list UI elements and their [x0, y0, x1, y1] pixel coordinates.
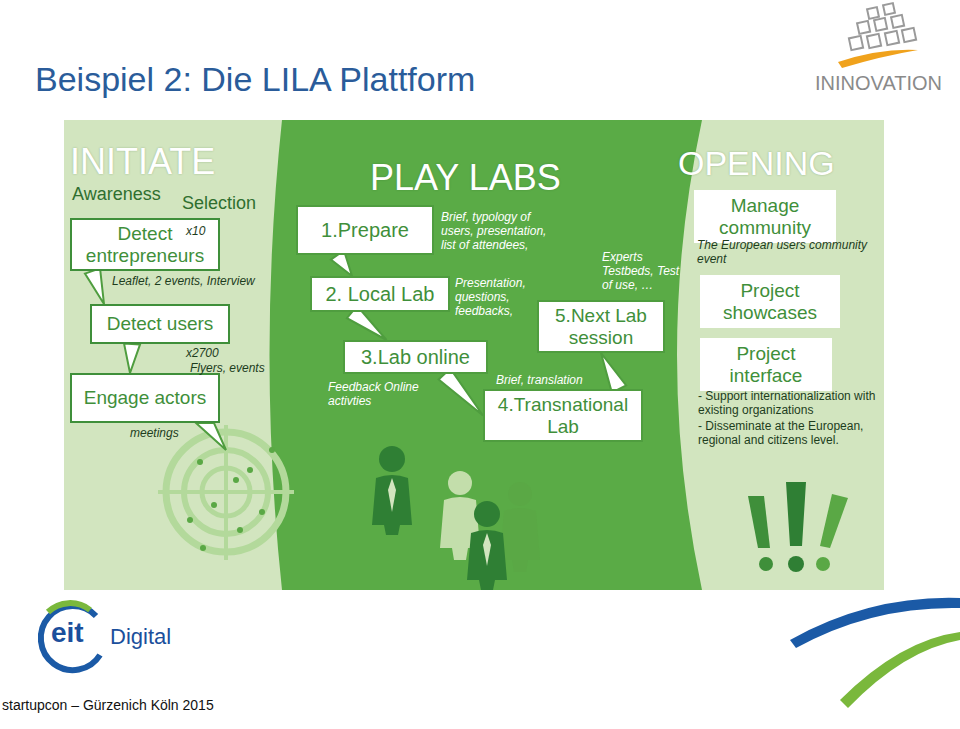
logo-cubes [849, 3, 916, 50]
note-label: - Support internationalization with exis… [698, 389, 880, 417]
process-box: 1.Prepare [296, 205, 434, 255]
note-label: Feedback Online activties [328, 380, 428, 408]
process-box: Detect users [90, 304, 230, 344]
box-text: Manage community [702, 195, 828, 238]
note-label: The European users community event [697, 238, 877, 266]
note-label: Awareness [72, 184, 161, 205]
panel-ground [64, 120, 884, 590]
box-text: Engage actors [84, 387, 207, 408]
note-label: Leaflet, 2 events, Interview [112, 274, 255, 288]
note-label: x2700 [186, 346, 219, 360]
note-label: x10 [186, 224, 205, 238]
people-icons [372, 446, 540, 590]
box-text: 1.Prepare [321, 219, 409, 241]
note-label: Flyers, events [190, 361, 265, 375]
process-box: Project showcases [700, 275, 840, 328]
note-label: Brief, typology of users, presentation, … [441, 210, 559, 252]
region-fill [270, 120, 703, 590]
slide-title: Beispiel 2: Die LILA Plattform [35, 60, 475, 100]
box-text: Project interface [708, 343, 824, 386]
footer-caption: startupcon – Gürzenich Köln 2015 [2, 697, 214, 713]
note-label: Digital [110, 624, 171, 650]
box-text: 5.Next Lab session [545, 305, 657, 348]
box-text: Project showcases [708, 280, 832, 323]
note-label: ININOVATION [815, 72, 942, 95]
eit-logo-ring [41, 603, 100, 670]
note-label: eit [51, 617, 84, 650]
logo-swoosh [838, 50, 918, 68]
box-text: 3.Lab online [361, 346, 470, 368]
process-box: 5.Next Lab session [537, 300, 665, 353]
box-text: 2. Local Lab [326, 283, 435, 305]
note-label: meetings [130, 426, 179, 440]
target-dots [187, 447, 275, 551]
region-heading: OPENING [678, 146, 835, 180]
exclamation-marks [748, 482, 848, 572]
note-label: Selection [182, 193, 256, 214]
note-label: - Disseminate at the European, regional … [698, 419, 880, 447]
target-symbol [158, 425, 294, 560]
corner-arc-green [840, 632, 960, 708]
process-box: 4.Transnational Lab [483, 389, 643, 442]
region-heading: INITIATE [70, 144, 215, 180]
note-label: Presentation, questions, feedbacks, [455, 276, 533, 318]
process-box: Engage actors [70, 373, 220, 423]
callout-tail [124, 343, 140, 373]
callout-tail [439, 369, 483, 416]
box-text: Detect users [107, 313, 214, 334]
process-box: 2. Local Lab [310, 276, 450, 312]
callout-tail [85, 268, 104, 304]
note-label: Brief, translation [496, 373, 583, 387]
process-box: Project interface [700, 338, 832, 391]
region-heading: PLAY LABS [370, 160, 561, 196]
callout-tail [347, 306, 387, 340]
stage-region: OPENING Manage communityProject showcases… [650, 120, 884, 590]
callout-tail [196, 423, 226, 450]
callout-tail [331, 250, 352, 276]
callout-tail [601, 353, 626, 393]
process-box: Manage community [694, 190, 836, 243]
box-text: 4.Transnational Lab [491, 394, 635, 437]
note-label: Experts Testbeds, Test of use, … [602, 250, 686, 292]
process-box: 3.Lab online [343, 340, 488, 374]
